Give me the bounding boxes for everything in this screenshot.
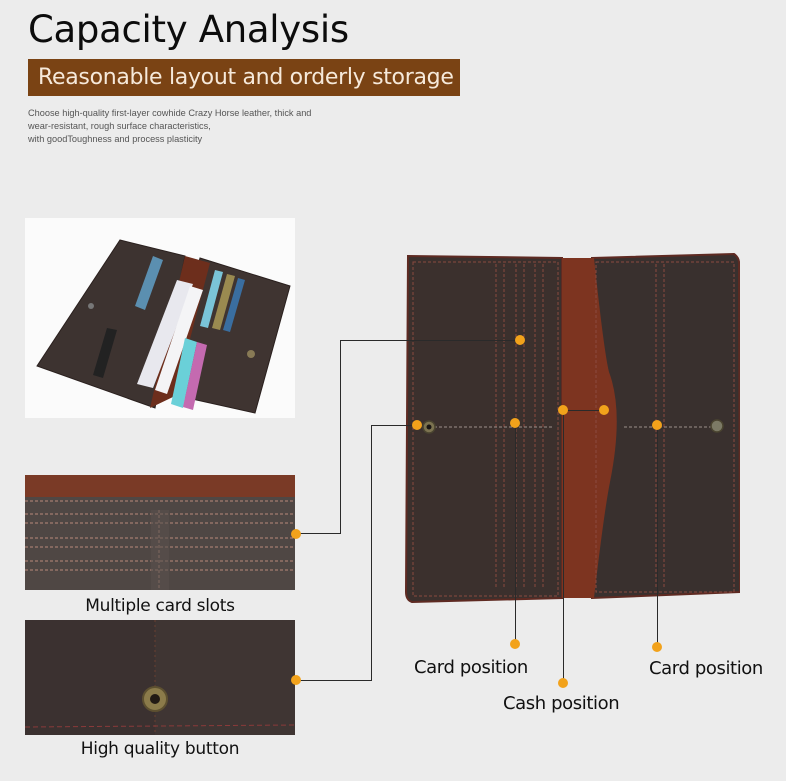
callout-line	[563, 410, 604, 411]
callout-line	[515, 424, 516, 644]
wallet-overview-photo	[25, 218, 295, 418]
callout-line	[296, 680, 372, 681]
description-line: with goodToughness and process plasticit…	[28, 134, 203, 144]
callout-line	[340, 340, 520, 341]
card-slots-caption: Multiple card slots	[85, 596, 235, 616]
callout-dot	[291, 675, 301, 685]
callout-line	[296, 533, 341, 534]
callout-dot	[558, 678, 568, 688]
open-wallet-photo	[404, 252, 742, 604]
description-line: wear-resistant, rough surface characteri…	[28, 121, 211, 131]
card-position-right-label: Card position	[649, 658, 763, 679]
callout-dot	[510, 639, 520, 649]
subtitle-banner: Reasonable layout and orderly storage	[28, 59, 460, 96]
card-position-left-label: Card position	[414, 657, 528, 678]
callout-line	[657, 425, 658, 647]
page-title: Capacity Analysis	[28, 8, 349, 51]
button-photo	[25, 620, 295, 735]
callout-line	[563, 410, 564, 682]
callout-line	[371, 425, 372, 681]
callout-dot	[515, 335, 525, 345]
card-slots-photo	[25, 475, 295, 590]
callout-dot	[652, 420, 662, 430]
callout-dot	[599, 405, 609, 415]
callout-dot	[291, 529, 301, 539]
callout-dot	[412, 420, 422, 430]
description-line: Choose high-quality first-layer cowhide …	[28, 108, 312, 118]
description: Choose high-quality first-layer cowhide …	[28, 107, 388, 146]
callout-line	[371, 425, 417, 426]
button-caption: High quality button	[80, 739, 240, 759]
cash-position-label: Cash position	[503, 693, 620, 714]
callout-dot	[652, 642, 662, 652]
callout-dot	[558, 405, 568, 415]
callout-line	[340, 340, 341, 534]
callout-dot	[510, 418, 520, 428]
